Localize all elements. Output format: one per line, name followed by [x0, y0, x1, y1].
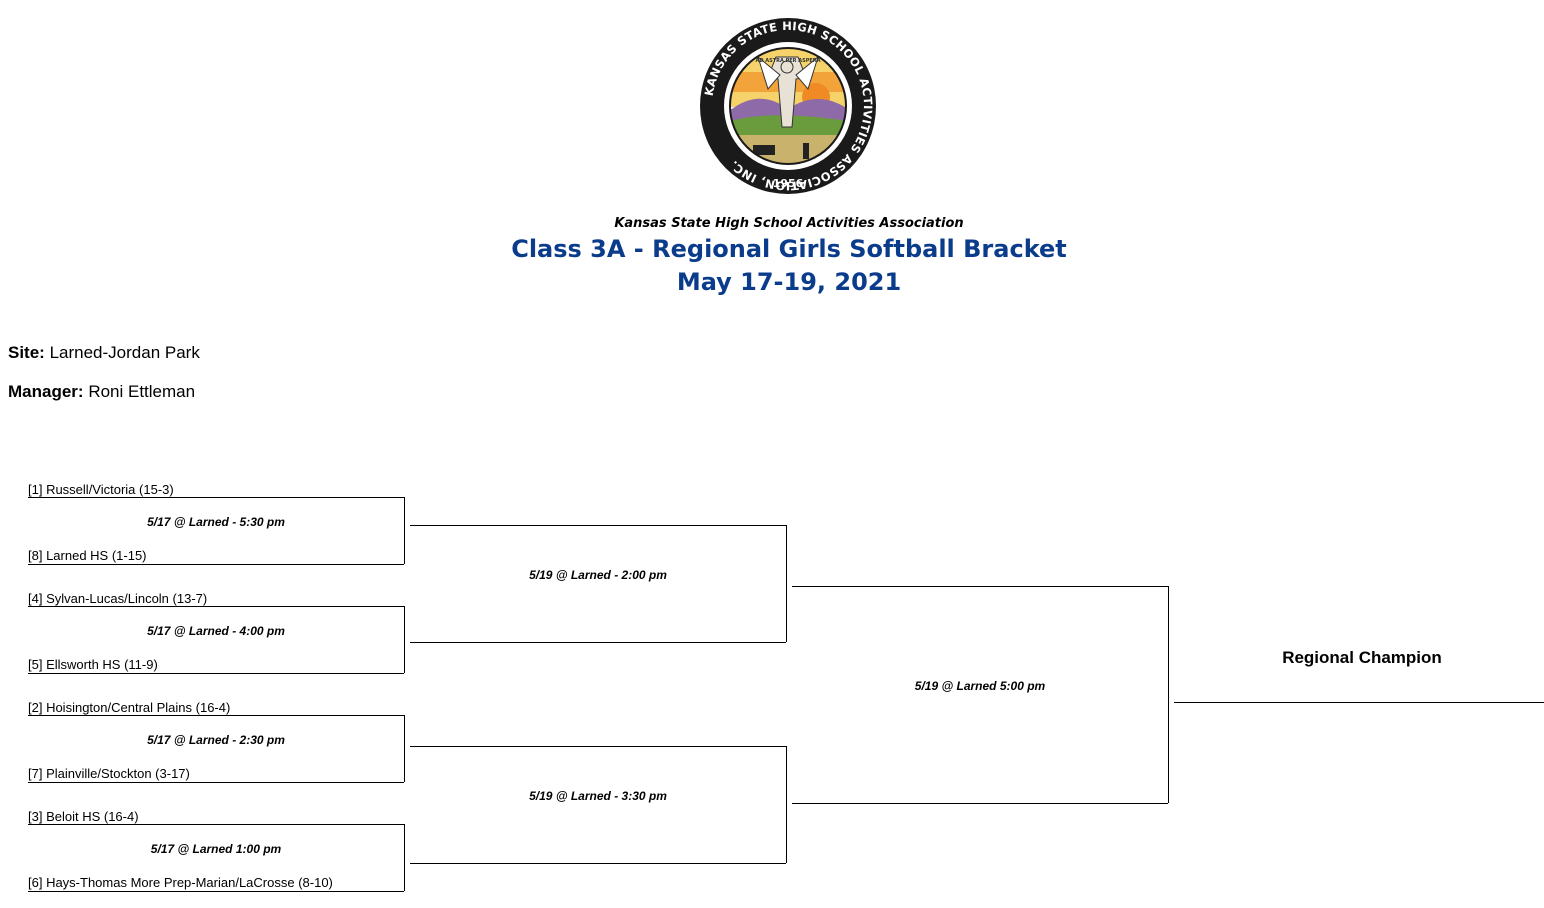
bracket-line [1168, 586, 1169, 803]
organization-name: Kansas State High School Activities Asso… [614, 216, 964, 231]
bracket-line [404, 497, 405, 564]
bracket-line [28, 824, 404, 825]
bracket-line [410, 642, 786, 643]
team-seed-4: [4] Sylvan-Lucas/Lincoln (13-7) [28, 591, 208, 606]
page-title: Class 3A - Regional Girls Softball Brack… [511, 235, 1067, 263]
bracket-line [404, 715, 405, 782]
game-final: 5/19 @ Larned 5:00 pm [914, 679, 1046, 693]
regional-champion-label: Regional Champion [1282, 648, 1442, 667]
manager-value: Roni Ettleman [88, 382, 196, 401]
bracket-line [792, 586, 1168, 587]
game-r2-2: 5/19 @ Larned - 3:30 pm [529, 789, 667, 803]
bracket-line [786, 525, 787, 642]
bracket-line [28, 673, 404, 674]
team-seed-8: [8] Larned HS (1-15) [28, 548, 147, 563]
game-r1-2: 5/17 @ Larned - 4:00 pm [147, 624, 285, 638]
team-seed-5: [5] Ellsworth HS (11-9) [28, 657, 158, 672]
bracket-line [28, 497, 404, 498]
game-r1-4: 5/17 @ Larned 1:00 pm [150, 842, 282, 856]
champion-line [1174, 702, 1544, 703]
team-seed-6: [6] Hays-Thomas More Prep-Marian/LaCross… [28, 875, 333, 890]
game-r1-3: 5/17 @ Larned - 2:30 pm [147, 733, 285, 747]
bracket-line [28, 564, 404, 565]
bracket-line [410, 525, 786, 526]
game-r1-1: 5/17 @ Larned - 5:30 pm [147, 515, 285, 529]
team-seed-3: [3] Beloit HS (16-4) [28, 809, 139, 824]
bracket-line [28, 606, 404, 607]
bracket-line [410, 863, 786, 864]
khsaa-logo: KANSAS STATE HIGH SCHOOL ACTIVITIES ASSO… [700, 18, 876, 194]
logo-year: 1956 [773, 177, 804, 190]
manager-label: Manager: [8, 382, 84, 401]
logo-motto: AD ASTRA PER ASPERA [755, 58, 820, 64]
team-seed-7: [7] Plainville/Stockton (3-17) [28, 766, 190, 781]
game-r2-1: 5/19 @ Larned - 2:00 pm [529, 568, 667, 582]
bracket-line [28, 782, 404, 783]
site-info: Site: Larned-Jordan Park [8, 343, 200, 363]
bracket-line [786, 746, 787, 863]
manager-info: Manager: Roni Ettleman [8, 382, 195, 402]
bracket-line [410, 746, 786, 747]
site-value: Larned-Jordan Park [49, 343, 200, 362]
site-label: Site: [8, 343, 45, 362]
bracket-line [404, 824, 405, 891]
bracket-line [28, 891, 404, 892]
team-seed-2: [2] Hoisington/Central Plains (16-4) [28, 700, 231, 715]
bracket-line [28, 715, 404, 716]
team-seed-1: [1] Russell/Victoria (15-3) [28, 482, 174, 497]
bracket-line [404, 606, 405, 673]
page-dates: May 17-19, 2021 [676, 268, 902, 296]
bracket-line [792, 803, 1168, 804]
